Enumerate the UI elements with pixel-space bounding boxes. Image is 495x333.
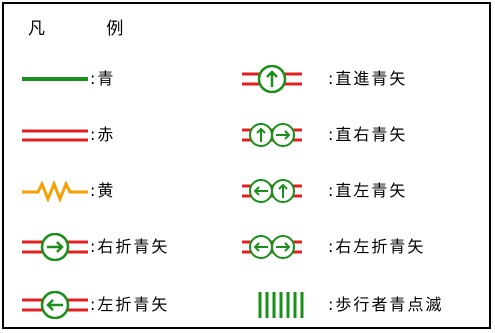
legend-label-yellow: :黄 bbox=[90, 181, 116, 200]
legend-label-pedestrian-flashing: :歩行者青点滅 bbox=[328, 295, 444, 314]
legend-box: 凡 例 :青 :赤 :黄 :右折青矢 bbox=[2, 2, 491, 329]
legend-item-right-left-arrow: :右左折青矢 bbox=[240, 233, 425, 261]
legend-label-right-turn-arrow: :右折青矢 bbox=[90, 237, 170, 256]
legend-item-straight-left-arrow: :直左青矢 bbox=[240, 177, 407, 205]
legend-item-green: :青 bbox=[20, 65, 115, 93]
up-arrow-signal-icon bbox=[242, 65, 302, 93]
green-line-icon bbox=[22, 77, 88, 81]
legend-item-right-turn-arrow: :右折青矢 bbox=[20, 233, 169, 261]
legend-title: 凡 例 bbox=[28, 19, 152, 39]
legend-label-straight-right-arrow: :直右青矢 bbox=[328, 125, 408, 144]
left-up-arrow-signal-icon bbox=[242, 179, 302, 203]
legend-item-yellow: :黄 bbox=[20, 177, 115, 205]
legend-label-red: :赤 bbox=[90, 125, 116, 144]
legend-label-straight-left-arrow: :直左青矢 bbox=[328, 181, 408, 200]
legend-label-green: :青 bbox=[90, 69, 116, 88]
legend-label-straight-arrow: :直進青矢 bbox=[328, 69, 408, 88]
legend-item-red: :赤 bbox=[20, 121, 115, 149]
legend-label-right-left-arrow: :右左折青矢 bbox=[328, 237, 426, 256]
red-double-line-icon bbox=[22, 129, 88, 142]
legend-item-left-turn-arrow: :左折青矢 bbox=[20, 291, 169, 319]
left-right-arrow-signal-icon bbox=[242, 235, 302, 259]
right-arrow-signal-icon bbox=[22, 233, 88, 261]
up-right-arrow-signal-icon bbox=[242, 123, 302, 147]
legend-item-pedestrian-flashing: :歩行者青点滅 bbox=[240, 291, 443, 319]
legend-item-straight-arrow: :直進青矢 bbox=[240, 65, 407, 93]
yellow-zigzag-icon bbox=[22, 179, 88, 204]
green-vertical-bars-icon bbox=[258, 292, 304, 318]
legend-label-left-turn-arrow: :左折青矢 bbox=[90, 295, 170, 314]
left-arrow-signal-icon bbox=[22, 291, 88, 319]
legend-item-straight-right-arrow: :直右青矢 bbox=[240, 121, 407, 149]
